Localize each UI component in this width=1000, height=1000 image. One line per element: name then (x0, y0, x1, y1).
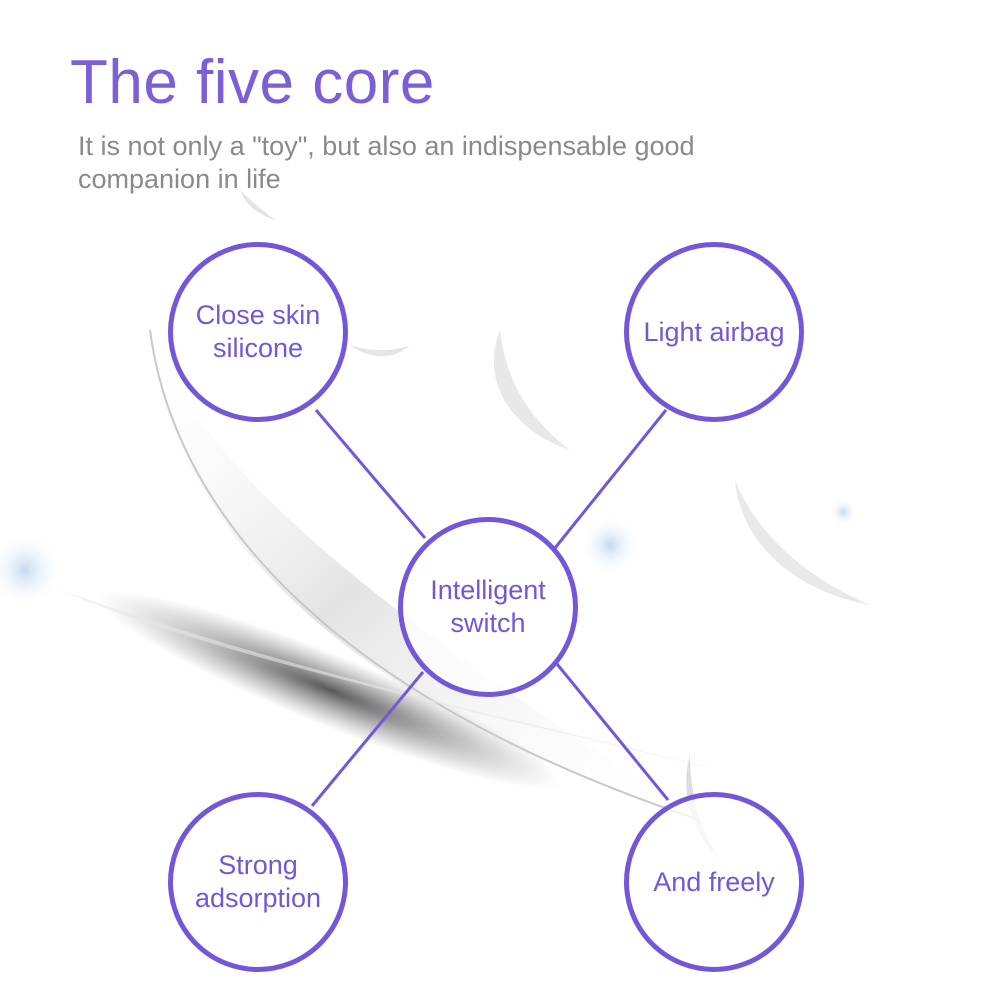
connector-line-top-left (314, 409, 427, 539)
node-label: Intelligent switch (430, 575, 546, 638)
node-label: Strong adsorption (194, 850, 322, 913)
node-strong-adsorption: Strong adsorption (168, 792, 348, 972)
page-title: The five core (70, 48, 435, 117)
feather-small-shape (350, 345, 410, 357)
node-and-freely: And freely (624, 792, 804, 972)
page-subtitle: It is not only a "toy", but also an indi… (78, 131, 695, 194)
feather-small-shape (735, 480, 870, 605)
feather-small-shape (493, 330, 570, 450)
connector-line-bottom-left (310, 671, 425, 807)
node-label: And freely (653, 866, 775, 897)
connector-line-top-right (553, 409, 668, 549)
feather-large-quill (149, 329, 701, 821)
sparkle-shape (829, 498, 857, 526)
node-label: Close skin silicone (195, 300, 321, 363)
node-intelligent-switch: Intelligent switch (398, 517, 578, 697)
node-label: Light airbag (643, 316, 785, 347)
node-light-airbag: Light airbag (624, 242, 804, 422)
sparkle-shape (0, 532, 63, 608)
node-close-skin-silicone: Close skin silicone (168, 242, 348, 422)
sparkle-shape (580, 515, 640, 575)
connector-line-bottom-right (555, 663, 670, 801)
